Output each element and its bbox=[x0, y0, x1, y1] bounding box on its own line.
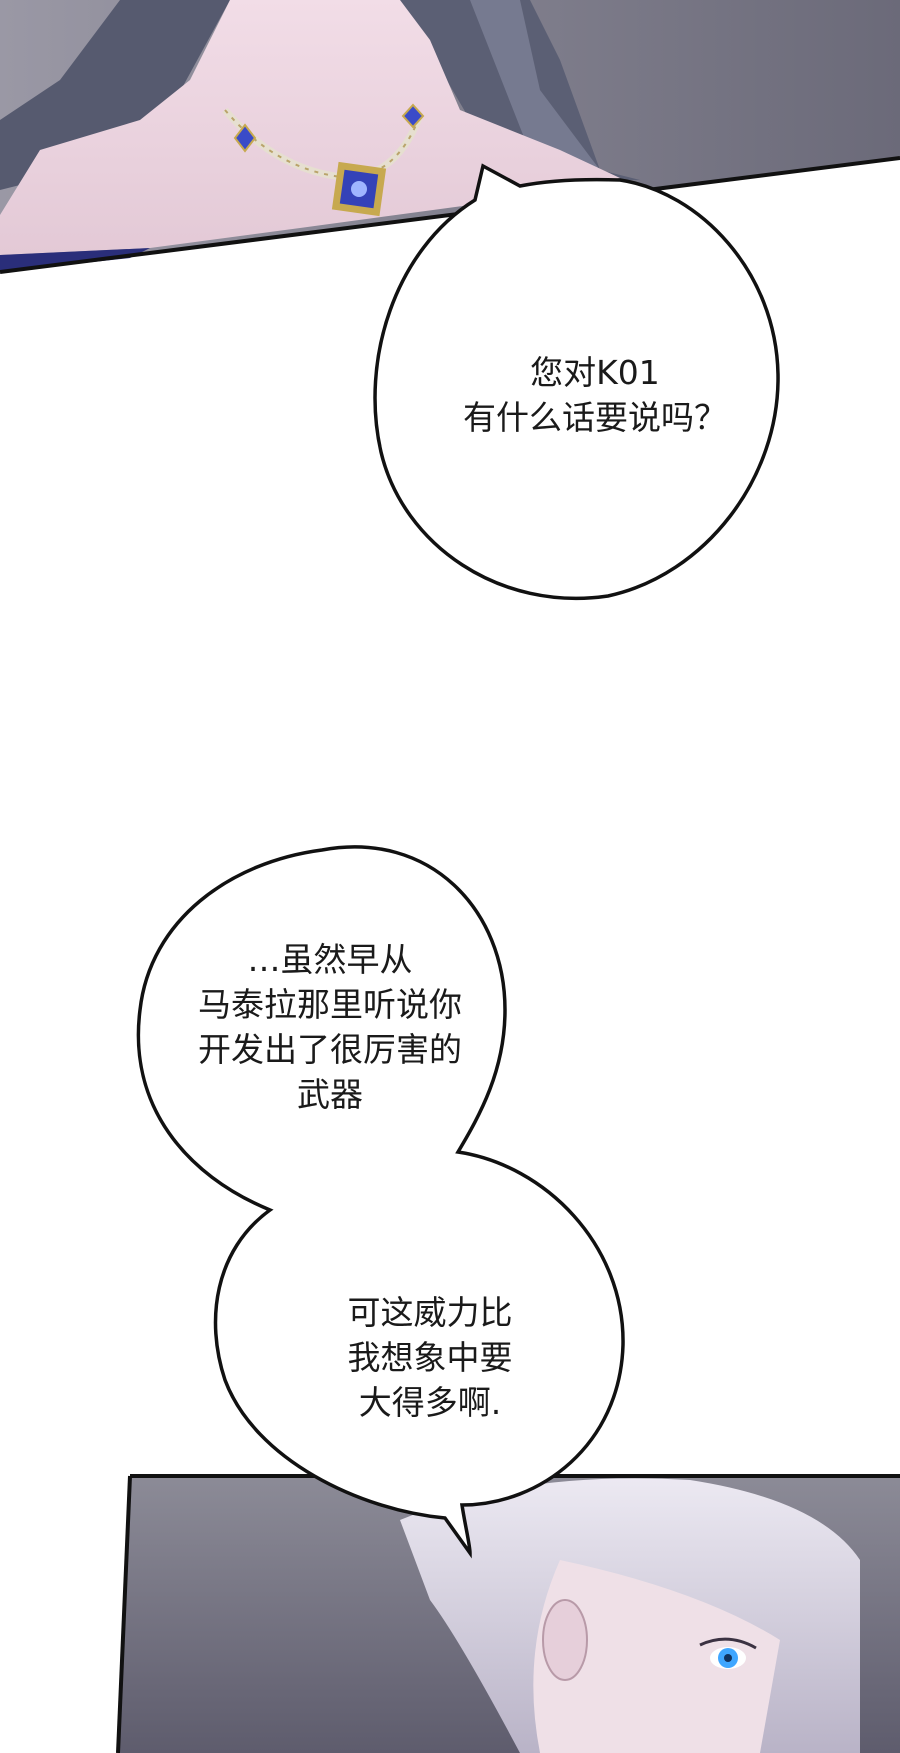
statement-line: 我想象中要 bbox=[347, 1338, 513, 1377]
speech-bubble-question bbox=[373, 163, 780, 601]
blue-eye-icon bbox=[699, 1637, 757, 1669]
question-line: 您对K01 bbox=[530, 353, 660, 392]
speech-bubble-statement bbox=[136, 845, 625, 1559]
statement-line: 开发出了很厉害的 bbox=[198, 1030, 462, 1069]
statement-top-text: …虽然早从 马泰拉那里听说你 开发出了很厉害的 武器 bbox=[165, 937, 495, 1117]
statement-line: 马泰拉那里听说你 bbox=[198, 985, 462, 1024]
statement-line: 武器 bbox=[297, 1075, 363, 1114]
statement-line: 可这威力比 bbox=[347, 1293, 513, 1332]
statement-line: …虽然早从 bbox=[247, 940, 413, 979]
sapphire-pendant-icon bbox=[331, 161, 387, 217]
statement-bottom-text: 可这威力比 我想象中要 大得多啊. bbox=[315, 1290, 545, 1425]
question-line: 有什么话要说吗？ bbox=[463, 398, 727, 437]
bottom-panel bbox=[116, 1474, 900, 1753]
question-text: 您对K01 有什么话要说吗？ bbox=[430, 350, 760, 440]
statement-line: 大得多啊. bbox=[358, 1383, 502, 1422]
top-panel bbox=[0, 0, 900, 274]
